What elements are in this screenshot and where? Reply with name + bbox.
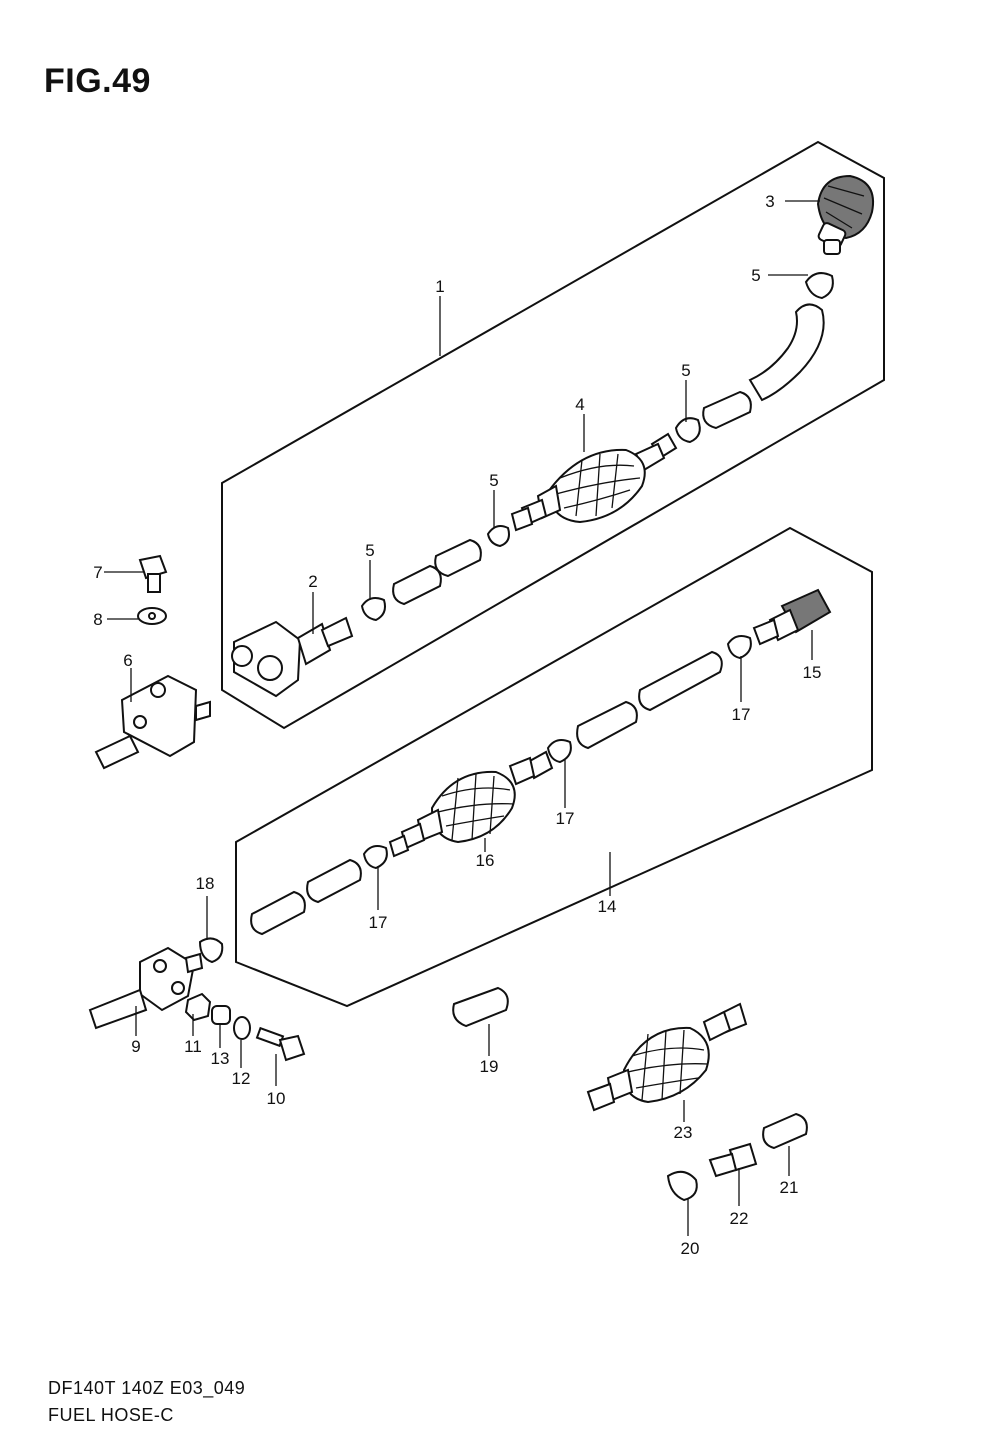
callout-7: 7 xyxy=(93,563,102,582)
connector-15-shape xyxy=(752,588,832,646)
hose-14a-shape xyxy=(638,650,723,712)
callout-5-a: 5 xyxy=(751,266,760,285)
clip-5-shape-a xyxy=(804,272,834,300)
clip-5-shape-d xyxy=(360,597,386,622)
hose-21-shape xyxy=(762,1112,808,1150)
washer-12-shape xyxy=(233,1016,251,1040)
clip-5-shape-b xyxy=(674,417,701,444)
callout-18: 18 xyxy=(196,874,215,893)
hose-14d-shape xyxy=(250,890,306,936)
hose-14b-shape xyxy=(576,700,638,750)
primer-bulb-4-shape xyxy=(520,432,678,526)
clip-17-shape-c xyxy=(362,845,388,870)
nut-11-shape xyxy=(184,992,212,1022)
footer-title: FUEL HOSE-C xyxy=(48,1405,174,1425)
primer-bulb-23-shape xyxy=(586,1002,748,1112)
callout-13: 13 xyxy=(211,1049,230,1068)
assembly-14-outline xyxy=(235,526,873,1008)
callout-21: 21 xyxy=(780,1178,799,1197)
hose-curved-shape xyxy=(748,303,825,402)
valve-6-shape xyxy=(94,674,211,770)
callout-23: 23 xyxy=(674,1123,693,1142)
callout-8: 8 xyxy=(93,610,102,629)
clip-17-shape-b xyxy=(546,739,572,764)
callout-11: 11 xyxy=(184,1037,202,1056)
leader-lines xyxy=(104,200,820,1236)
fitting-14-shape xyxy=(388,834,410,858)
callout-22: 22 xyxy=(730,1209,749,1228)
hose-19-shape xyxy=(452,986,509,1028)
sleeve-13-shape xyxy=(211,1005,231,1025)
callout-5-d: 5 xyxy=(365,541,374,560)
callout-19: 19 xyxy=(480,1057,499,1076)
clip-17-shape-a xyxy=(726,635,752,660)
callout-16: 16 xyxy=(476,851,495,870)
callout-1: 1 xyxy=(435,277,444,296)
connector-3-shape xyxy=(816,174,874,255)
bolt-7-shape xyxy=(138,554,168,593)
callout-5-b: 5 xyxy=(681,361,690,380)
callout-12: 12 xyxy=(232,1069,251,1088)
callout-9: 9 xyxy=(131,1037,140,1056)
callout-17-c: 17 xyxy=(369,913,388,932)
callout-4: 4 xyxy=(575,395,584,414)
primer-bulb-16-shape xyxy=(400,750,554,850)
clip-5-shape-c xyxy=(486,525,510,548)
callout-6: 6 xyxy=(123,651,132,670)
figure-title: FIG.49 xyxy=(44,62,151,100)
callout-2: 2 xyxy=(308,572,317,591)
callout-17-b: 17 xyxy=(556,809,575,828)
hose-short-shape xyxy=(702,390,752,430)
valve-9-shape xyxy=(88,946,204,1030)
assembly-1-outline xyxy=(221,140,885,730)
callout-14: 14 xyxy=(598,897,617,916)
callout-15: 15 xyxy=(803,663,822,682)
callout-10: 10 xyxy=(267,1089,286,1108)
clamp-20-shape xyxy=(666,1170,698,1202)
callout-3: 3 xyxy=(765,192,774,211)
fitting-22-shape xyxy=(708,1142,758,1178)
bolt-10-shape xyxy=(255,1026,306,1062)
callout-20: 20 xyxy=(681,1239,700,1258)
hose-14c-shape xyxy=(306,858,362,904)
fitting-small-shape xyxy=(510,506,534,532)
callout-17-a: 17 xyxy=(732,705,751,724)
hose-mid-shape xyxy=(434,538,482,578)
hose-lower-shape xyxy=(392,564,442,606)
clamp-18-shape xyxy=(198,937,224,964)
footer-code: DF140T 140Z E03_049 xyxy=(48,1378,246,1398)
callout-5-c: 5 xyxy=(489,471,498,490)
washer-8-hole xyxy=(148,612,156,620)
connector-2-shape xyxy=(231,616,354,698)
